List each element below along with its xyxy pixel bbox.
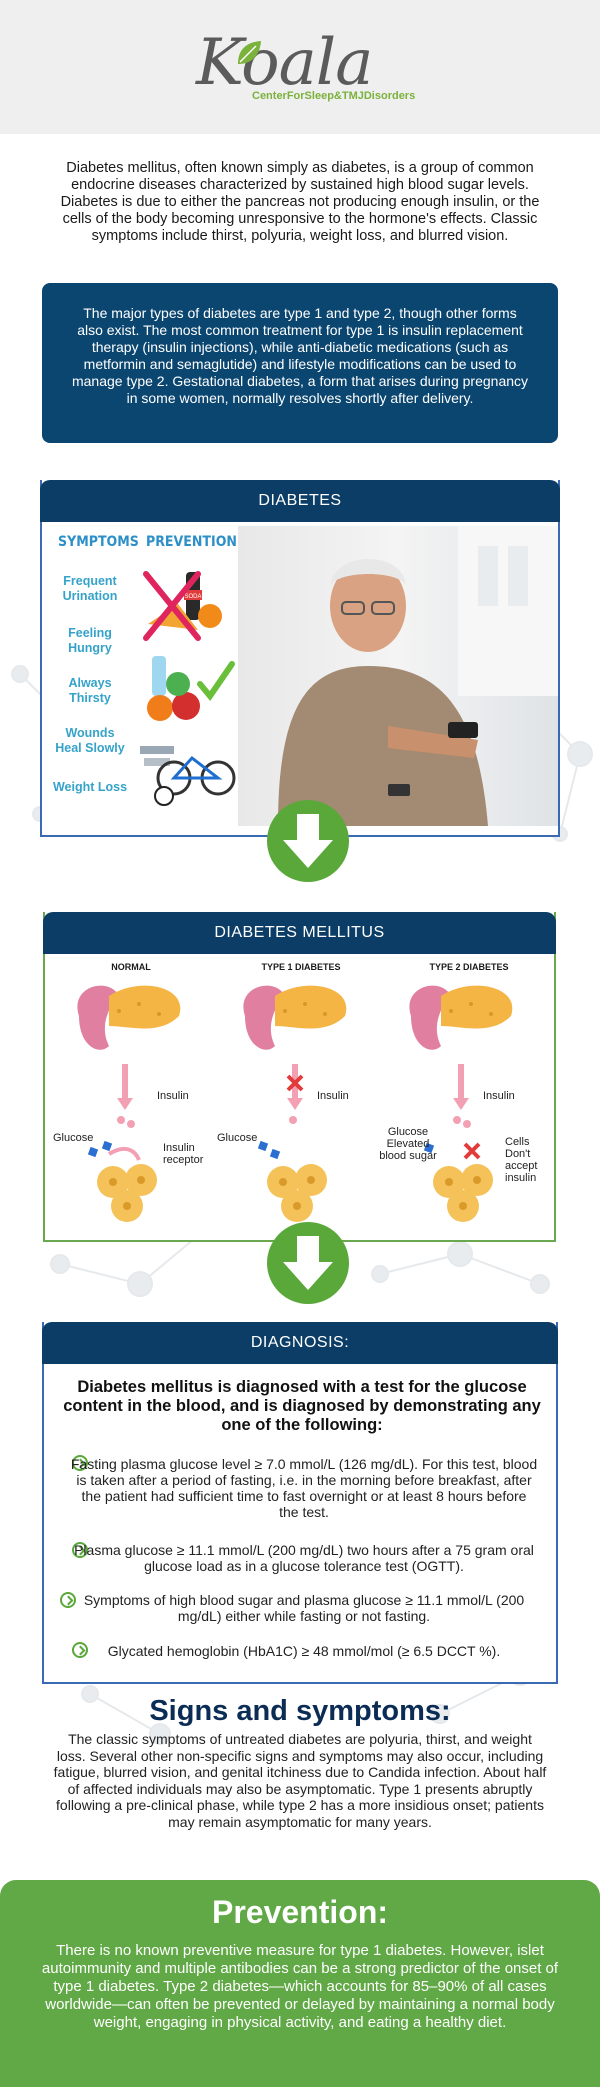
symptom-item: Feeling Hungry <box>68 626 112 655</box>
diagnosis-panel: DIAGNOSIS: Diabetes mellitus is diagnose… <box>42 1322 558 1684</box>
diagnosis-item: Fasting plasma glucose level ≥ 7.0 mmol/… <box>70 1456 538 1520</box>
diabetes-panel-title: DIABETES <box>40 480 560 522</box>
glucose-label: Glucose <box>53 1132 94 1144</box>
arrow-down-icon <box>267 1222 349 1304</box>
header: Koala CenterForSleep&TMJDisorders <box>0 0 600 134</box>
signs-title: Signs and symptoms: <box>149 1695 451 1727</box>
insulin-receptor-label: Insulin receptor <box>163 1142 204 1166</box>
logo-tagline: CenterForSleep&TMJDisorders <box>252 90 416 102</box>
prevention-text: There is no known preventive measure for… <box>41 1942 559 2031</box>
check-circle-icon <box>72 1455 88 1471</box>
healthy-food-check-icon <box>147 656 235 721</box>
glucose-elevated-label: Glucose Elevated blood sugar <box>379 1126 437 1162</box>
junk-food-crossed-icon: SODA <box>143 571 222 641</box>
leaf-icon <box>238 41 261 64</box>
insulin-label: Insulin <box>157 1090 189 1102</box>
diabetes-mellitus-panel: DIABETES MELLITUS NORMAL TYPE 1 DIABETES… <box>43 912 556 1242</box>
cells-dont-accept-label: Cells Don't accept insulin <box>505 1136 538 1184</box>
logo-wordmark: Koala <box>196 26 373 100</box>
prevention-title: Prevention: <box>211 1894 389 1930</box>
prevention-heading: PREVENTION <box>146 534 237 550</box>
check-circle-icon <box>72 1642 88 1658</box>
symptoms-heading: SYMPTOMS <box>58 534 139 550</box>
column-type1-title: TYPE 1 DIABETES <box>261 962 341 972</box>
insulin-label-type1: Insulin <box>317 1090 349 1102</box>
normal-pancreas-icon <box>77 985 181 1222</box>
glucose-label-type1: Glucose <box>217 1132 258 1144</box>
signs-text: The classic symptoms of untreated diabet… <box>53 1731 547 1830</box>
symptom-item: Weight Loss <box>52 780 128 794</box>
symptom-item: Frequent Urination <box>62 574 118 603</box>
diagnosis-item: Glycated hemoglobin (HbA1C) ≥ 48 mmol/mo… <box>107 1643 501 1659</box>
person-illustration <box>278 526 558 826</box>
intro-paragraph: Diabetes mellitus, often known simply as… <box>60 160 540 244</box>
check-circle-icon <box>72 1542 88 1558</box>
types-box: The major types of diabetes are type 1 a… <box>42 283 558 443</box>
column-type2-title: TYPE 2 DIABETES <box>429 962 509 972</box>
types-text: The major types of diabetes are type 1 a… <box>71 305 529 406</box>
insulin-label-type2: Insulin <box>483 1090 515 1102</box>
diagnosis-title: DIAGNOSIS: <box>42 1322 558 1364</box>
diagnosis-lead: Diabetes mellitus is diagnosed with a te… <box>63 1378 541 1434</box>
diagnosis-item: Plasma glucose ≥ 11.1 mmol/L (200 mg/dL)… <box>74 1542 534 1574</box>
check-circle-icon <box>60 1592 76 1608</box>
diagnosis-item: Symptoms of high blood sugar and plasma … <box>83 1592 525 1624</box>
diabetes-mellitus-title: DIABETES MELLITUS <box>43 912 556 954</box>
type1-pancreas-icon <box>243 985 347 1222</box>
pancreas-diagram <box>77 985 513 1222</box>
symptom-item: Wounds Heal Slowly <box>55 726 125 755</box>
man-testing-glucose-image <box>238 526 558 826</box>
logo[interactable]: Koala CenterForSleep&TMJDisorders <box>196 8 416 118</box>
type2-pancreas-icon <box>409 985 513 1222</box>
prevention-section: Prevention: There is no known preventive… <box>0 1880 600 2087</box>
exercise-icon <box>140 746 236 806</box>
diabetes-panel: DIABETES SYMPTOMS PREVENTION Frequent Ur… <box>40 480 560 837</box>
column-normal-title: NORMAL <box>111 962 151 972</box>
soda-label: SODA <box>184 594 201 600</box>
symptom-item: Always Thirsty <box>68 676 112 705</box>
arrow-down-icon <box>267 800 349 882</box>
